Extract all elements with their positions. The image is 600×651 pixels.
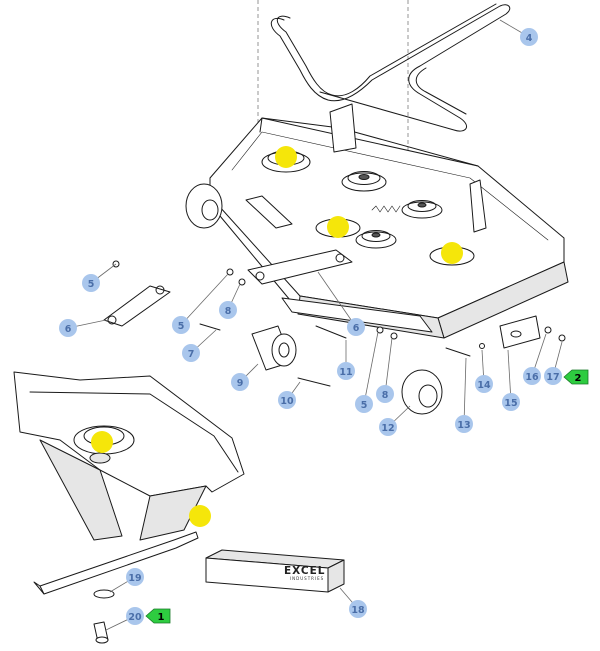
mower-blade [33,531,199,595]
callout-19: 19 [126,568,144,586]
callout-9: 9 [231,373,249,391]
brand-logo: EXCEL [284,565,325,577]
svg-text:11: 11 [339,367,352,378]
callout-markers: 4 5 6 5 7 8 6 9 10 11 5 8 12 13 14 15 16… [59,28,562,625]
svg-text:13: 13 [457,420,470,431]
svg-text:6: 6 [353,323,360,334]
brand-tagline: INDUSTRIES [290,576,324,581]
svg-text:18: 18 [351,605,365,616]
callout-20: 20 [126,607,144,625]
callout-4: 4 [520,28,538,46]
callout-6: 6 [347,318,365,336]
svg-text:17: 17 [546,372,559,383]
svg-text:10: 10 [280,396,294,407]
svg-text:14: 14 [477,380,491,391]
highlight-marker [189,505,211,527]
svg-text:16: 16 [525,372,539,383]
svg-text:20: 20 [128,612,142,623]
drive-belt [270,3,511,132]
gauge-wheel [401,369,443,415]
svg-text:6: 6 [65,324,72,335]
callout-5: 5 [172,316,190,334]
callout-18: 18 [349,600,367,618]
lift-arm [103,285,171,327]
highlight-marker [441,242,463,264]
svg-text:5: 5 [88,279,95,290]
mower-deck [185,103,569,349]
svg-text:5: 5 [361,400,368,411]
tag-2: 2 [563,369,589,385]
svg-text:19: 19 [128,573,141,584]
svg-text:12: 12 [381,423,394,434]
svg-text:8: 8 [382,390,389,401]
svg-text:2: 2 [575,373,582,384]
highlight-marker [327,216,349,238]
callout-5: 5 [82,274,100,292]
highlight-marker [91,431,113,453]
callout-12: 12 [379,418,397,436]
svg-text:9: 9 [237,378,244,389]
highlight-marker [275,146,297,168]
callout-13: 13 [455,415,473,433]
callout-7: 7 [182,344,200,362]
callout-5: 5 [355,395,373,413]
callout-14: 14 [475,375,493,393]
blade-washer [93,589,115,599]
anti-scalp-roller [251,325,331,387]
blade-bolt [93,621,109,644]
tag-1: 1 [145,608,171,624]
callout-16: 16 [523,367,541,385]
svg-text:5: 5 [178,321,185,332]
svg-text:4: 4 [526,33,533,44]
callout-10: 10 [278,391,296,409]
callout-6: 6 [59,319,77,337]
svg-text:7: 7 [188,349,195,360]
callout-17: 17 [544,367,562,385]
callout-8: 8 [376,385,394,403]
callout-8: 8 [219,301,237,319]
svg-text:8: 8 [225,306,232,317]
excel-parts-box: EXCEL INDUSTRIES [205,549,345,593]
svg-text:15: 15 [504,398,517,409]
callout-15: 15 [502,393,520,411]
callout-11: 11 [337,362,355,380]
svg-text:1: 1 [158,612,165,623]
